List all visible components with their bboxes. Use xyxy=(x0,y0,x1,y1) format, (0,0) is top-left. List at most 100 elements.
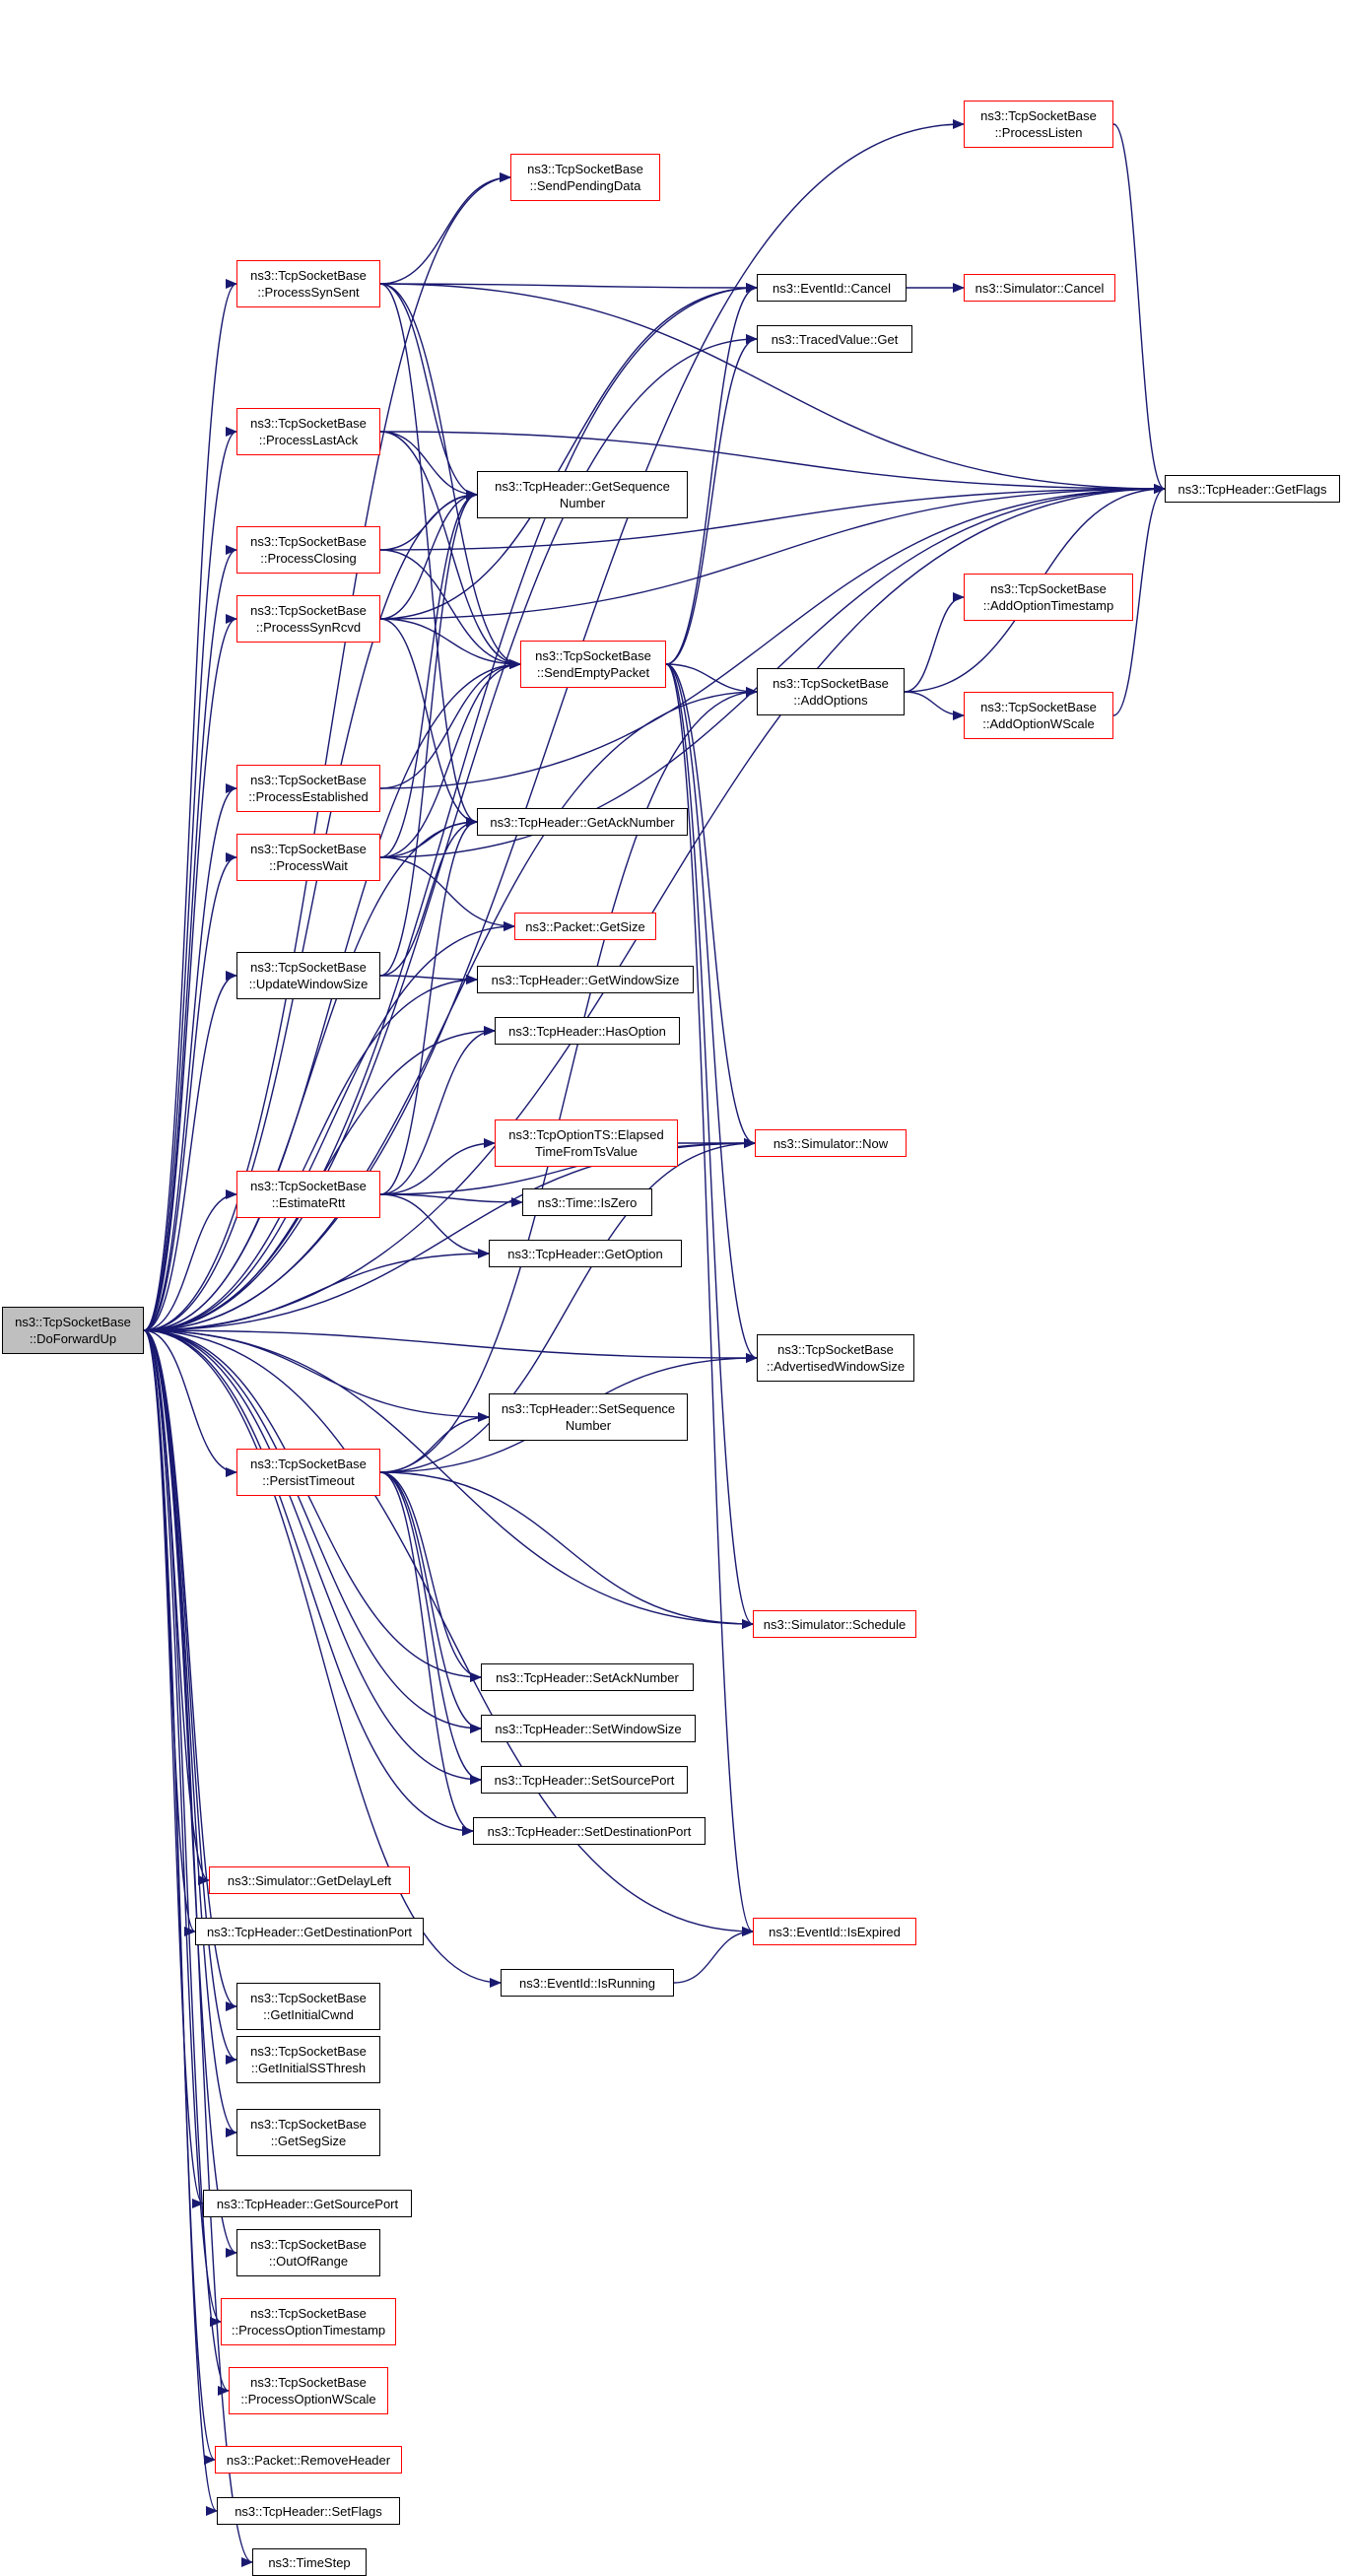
edge-processSynSent-to-getSequenceNumber xyxy=(379,283,478,500)
edge-root-to-simulatorNow xyxy=(143,1138,756,1331)
edge-processSynRcvd-to-getAckNumber xyxy=(379,618,478,827)
edge-processSynRcvd-to-eventIdCancel xyxy=(379,283,758,620)
node-advertised-window-size[interactable]: ns3::TcpSocketBase::AdvertisedWindowSize xyxy=(757,1334,914,1382)
node-process-listen[interactable]: ns3::TcpSocketBase::ProcessListen xyxy=(964,101,1113,148)
node-label-line: ns3::TcpSocketBase xyxy=(250,2306,367,2321)
node-get-window-size[interactable]: ns3::TcpHeader::GetWindowSize xyxy=(477,966,694,993)
node-get-ack-number[interactable]: ns3::TcpHeader::GetAckNumber xyxy=(477,808,688,836)
node-remove-header[interactable]: ns3::Packet::RemoveHeader xyxy=(215,2446,402,2474)
edge-addOptions-to-addOptionTimestamp xyxy=(904,592,965,693)
node-get-destination-port[interactable]: ns3::TcpHeader::GetDestinationPort xyxy=(195,1918,424,1945)
node-get-source-port[interactable]: ns3::TcpHeader::GetSourcePort xyxy=(203,2190,412,2217)
node-simulator-now[interactable]: ns3::Simulator::Now xyxy=(755,1129,907,1157)
edge-processSynSent-to-getAckNumber xyxy=(379,283,478,827)
node-process-closing[interactable]: ns3::TcpSocketBase::ProcessClosing xyxy=(236,526,380,574)
node-event-id-is-running[interactable]: ns3::EventId::IsRunning xyxy=(501,1969,674,1997)
edge-sendEmptyPacket-to-eventIdCancel xyxy=(665,283,758,665)
node-set-destination-port[interactable]: ns3::TcpHeader::SetDestinationPort xyxy=(473,1817,706,1845)
node-label-line: ns3::TcpSocketBase xyxy=(980,108,1097,123)
edge-sendEmptyPacket-to-simulatorNow xyxy=(665,663,756,1148)
edge-root-to-processEstablished xyxy=(143,783,237,1331)
node-label-line: ::AddOptions xyxy=(793,693,868,708)
node-process-established[interactable]: ns3::TcpSocketBase::ProcessEstablished xyxy=(236,765,380,812)
node-label-line: ns3::TcpSocketBase xyxy=(250,416,367,431)
edge-persistTimeout-to-setAckNumber xyxy=(379,1471,482,1682)
node-time-is-zero[interactable]: ns3::Time::IsZero xyxy=(522,1188,652,1216)
node-time-step[interactable]: ns3::TimeStep xyxy=(252,2548,367,2576)
node-process-syn-sent[interactable]: ns3::TcpSocketBase::ProcessSynSent xyxy=(236,260,380,307)
node-set-flags[interactable]: ns3::TcpHeader::SetFlags xyxy=(217,2497,400,2525)
node-label-line: ::UpdateWindowSize xyxy=(248,977,369,991)
node-process-wait[interactable]: ns3::TcpSocketBase::ProcessWait xyxy=(236,834,380,881)
node-label-line: ns3::TcpHeader::GetSequence xyxy=(495,479,670,494)
node-root[interactable]: ns3::TcpSocketBase::DoForwardUp xyxy=(2,1307,144,1354)
node-label-line: ns3::EventId::IsRunning xyxy=(518,1975,656,1991)
node-label-line: ::GetInitialCwnd xyxy=(263,2007,354,2022)
node-get-option[interactable]: ns3::TcpHeader::GetOption xyxy=(489,1240,682,1267)
node-get-flags[interactable]: ns3::TcpHeader::GetFlags xyxy=(1165,475,1340,503)
node-add-option-timestamp[interactable]: ns3::TcpSocketBase::AddOptionTimestamp xyxy=(964,574,1133,621)
node-process-syn-rcvd[interactable]: ns3::TcpSocketBase::ProcessSynRcvd xyxy=(236,595,380,643)
node-process-last-ack[interactable]: ns3::TcpSocketBase::ProcessLastAck xyxy=(236,408,380,455)
node-estimate-rtt[interactable]: ns3::TcpSocketBase::EstimateRtt xyxy=(236,1171,380,1218)
node-event-id-cancel[interactable]: ns3::EventId::Cancel xyxy=(757,274,907,302)
node-update-window-size[interactable]: ns3::TcpSocketBase::UpdateWindowSize xyxy=(236,952,380,999)
node-process-option-timestamp[interactable]: ns3::TcpSocketBase::ProcessOptionTimesta… xyxy=(221,2298,396,2345)
node-label-line: ns3::TcpSocketBase xyxy=(250,268,367,283)
node-get-seg-size[interactable]: ns3::TcpSocketBase::GetSegSize xyxy=(236,2109,380,2156)
edge-processLastAck-to-getFlags xyxy=(379,431,1166,494)
edge-processClosing-to-getFlags xyxy=(379,484,1166,551)
node-label-line: TimeFromTsValue xyxy=(534,1144,639,1159)
node-label-line: ns3::TcpSocketBase xyxy=(250,773,367,787)
edge-root-to-updateWindowSize xyxy=(143,971,237,1331)
node-label-line: ::DoForwardUp xyxy=(29,1331,117,1346)
edge-root-to-setAckNumber xyxy=(143,1329,482,1682)
node-label-line: ns3::TcpSocketBase xyxy=(535,648,651,663)
node-get-delay-left[interactable]: ns3::Simulator::GetDelayLeft xyxy=(209,1866,410,1894)
node-out-of-range[interactable]: ns3::TcpSocketBase::OutOfRange xyxy=(236,2229,380,2276)
node-label-line: ns3::TcpSocketBase xyxy=(250,842,367,856)
edge-processSynSent-to-getFlags xyxy=(379,283,1166,494)
node-label-line: ns3::Simulator::Now xyxy=(773,1135,889,1151)
edge-root-to-processOptionWScale xyxy=(143,1329,230,2396)
edge-updateWindowSize-to-getAckNumber xyxy=(379,817,478,977)
edge-processListen-to-getFlags xyxy=(1112,123,1166,494)
node-get-initial-ssthresh[interactable]: ns3::TcpSocketBase::GetInitialSSThresh xyxy=(236,2036,380,2083)
node-label-line: ::AddOptionWScale xyxy=(982,716,1095,731)
node-label-line: ::AddOptionTimestamp xyxy=(982,598,1114,613)
node-send-pending-data[interactable]: ns3::TcpSocketBase::SendPendingData xyxy=(510,154,660,201)
node-simulator-cancel[interactable]: ns3::Simulator::Cancel xyxy=(964,274,1115,302)
node-label-line: ns3::TcpHeader::GetSourcePort xyxy=(216,2196,399,2211)
edge-processLastAck-to-sendEmptyPacket xyxy=(379,431,521,669)
node-set-ack-number[interactable]: ns3::TcpHeader::SetAckNumber xyxy=(481,1663,694,1691)
node-label-line: ::ProcessListen xyxy=(994,125,1083,140)
node-label-line: ns3::TcpSocketBase xyxy=(250,2237,367,2252)
node-label-line: ns3::TcpSocketBase xyxy=(250,1179,367,1193)
node-simulator-schedule[interactable]: ns3::Simulator::Schedule xyxy=(753,1610,916,1638)
node-set-source-port[interactable]: ns3::TcpHeader::SetSourcePort xyxy=(481,1766,688,1794)
edge-root-to-processSynRcvd xyxy=(143,614,237,1331)
node-send-empty-packet[interactable]: ns3::TcpSocketBase::SendEmptyPacket xyxy=(520,641,666,688)
edge-root-to-getSourcePort xyxy=(143,1329,204,2208)
node-has-option[interactable]: ns3::TcpHeader::HasOption xyxy=(495,1017,680,1045)
edge-processWait-to-sendEmptyPacket xyxy=(379,659,521,858)
node-set-window-size[interactable]: ns3::TcpHeader::SetWindowSize xyxy=(481,1715,696,1742)
node-label-line: ns3::TcpSocketBase xyxy=(250,534,367,549)
node-process-option-wscale[interactable]: ns3::TcpSocketBase::ProcessOptionWScale xyxy=(229,2367,388,2414)
node-add-option-wscale[interactable]: ns3::TcpSocketBase::AddOptionWScale xyxy=(964,692,1113,739)
edge-processSynSent-to-eventIdCancel xyxy=(379,282,758,293)
edge-root-to-getInitialCwnd xyxy=(143,1329,237,2011)
node-traced-value-get[interactable]: ns3::TracedValue::Get xyxy=(757,325,912,353)
node-get-initial-cwnd[interactable]: ns3::TcpSocketBase::GetInitialCwnd xyxy=(236,1983,380,2030)
edge-eventIdIsRunning-to-eventIdIsExpired xyxy=(673,1927,754,1984)
node-add-options[interactable]: ns3::TcpSocketBase::AddOptions xyxy=(757,668,905,715)
node-label-line: ns3::TcpHeader::HasOption xyxy=(508,1023,666,1039)
node-event-id-is-expired[interactable]: ns3::EventId::IsExpired xyxy=(753,1918,916,1945)
node-label-line: Number xyxy=(565,1418,612,1433)
node-packet-get-size[interactable]: ns3::Packet::GetSize xyxy=(514,913,656,940)
node-persist-timeout[interactable]: ns3::TcpSocketBase::PersistTimeout xyxy=(236,1449,380,1496)
edge-root-to-processSynSent xyxy=(143,279,237,1331)
